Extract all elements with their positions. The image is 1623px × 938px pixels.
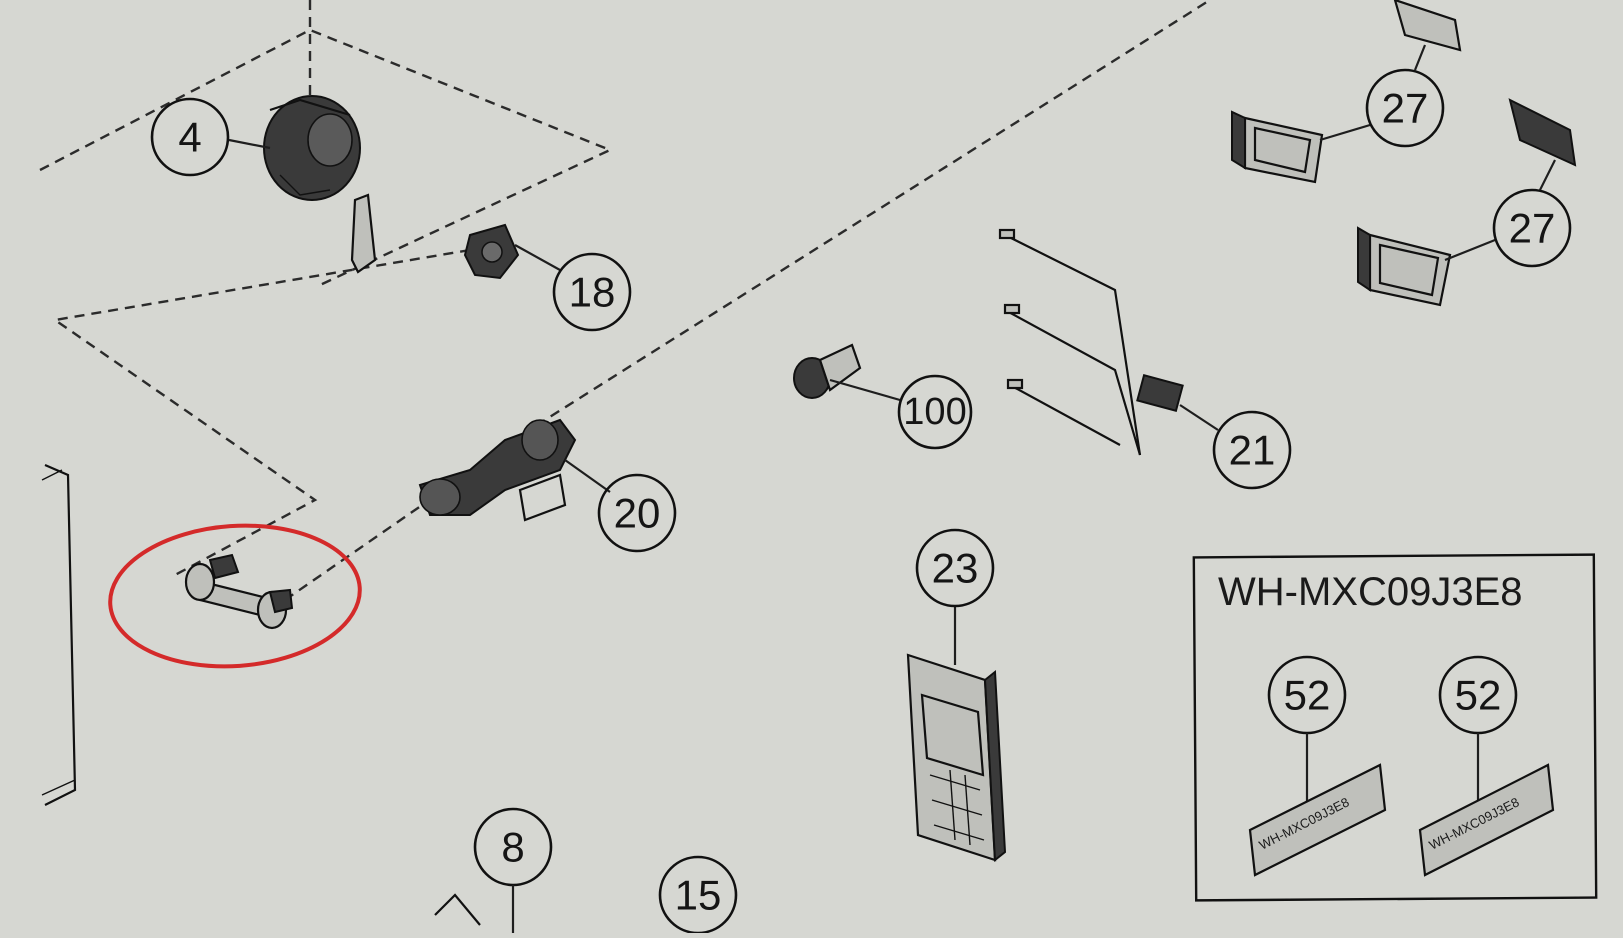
callout-27-upper: 27 — [1319, 44, 1445, 148]
model-box-title: WH-MXC09J3E8 — [1218, 570, 1523, 614]
part-27-clip-lower — [1357, 226, 1452, 307]
callout-20-number: 20 — [614, 490, 661, 537]
callout-20: 20 — [564, 459, 677, 553]
highlighted-pipe-part — [108, 523, 362, 669]
dashed-assembly-lines — [39, 0, 1211, 601]
callout-27-lower-number: 27 — [1509, 205, 1556, 252]
callout-52-right-number: 52 — [1455, 672, 1502, 719]
part-18-fitting — [463, 223, 520, 280]
part-27-clip-upper-left — [1231, 110, 1324, 184]
callout-52-right: 52 — [1438, 655, 1518, 805]
callout-100: 100 — [829, 374, 973, 450]
callout-8: 8 — [434, 807, 553, 933]
part-23-remote-controller — [906, 653, 1007, 862]
callout-52-left: 52 — [1267, 655, 1347, 805]
callout-15-number: 15 — [675, 872, 722, 919]
callout-52-left-number: 52 — [1284, 672, 1331, 719]
callout-27-upper-number: 27 — [1382, 85, 1429, 132]
callout-27-lower: 27 — [1444, 159, 1572, 268]
red-highlight-circle — [108, 523, 362, 669]
part-20-valve-assembly — [418, 418, 577, 522]
part-100-plug — [793, 343, 862, 399]
callout-4: 4 — [150, 97, 271, 177]
left-frame-edge — [41, 463, 77, 806]
part-4-pump-body — [263, 95, 361, 201]
part-4-bracket — [350, 193, 377, 274]
callout-18-number: 18 — [569, 269, 616, 316]
callout-8-number: 8 — [501, 824, 524, 871]
callout-18: 18 — [514, 244, 632, 332]
callout-23: 23 — [915, 528, 995, 665]
callout-100-number: 100 — [903, 391, 966, 433]
part-21-sensor-harness — [998, 228, 1184, 456]
part-27-clip-upper-right — [1393, 0, 1577, 167]
callout-4-number: 4 — [178, 114, 201, 161]
callout-23-number: 23 — [932, 545, 979, 592]
model-label-box: WH-MXC09J3E8 52 52 WH-MXC09J3E8 WH-MXC09… — [1192, 553, 1598, 902]
callout-21: 21 — [1179, 404, 1292, 490]
callout-21-number: 21 — [1229, 427, 1276, 474]
